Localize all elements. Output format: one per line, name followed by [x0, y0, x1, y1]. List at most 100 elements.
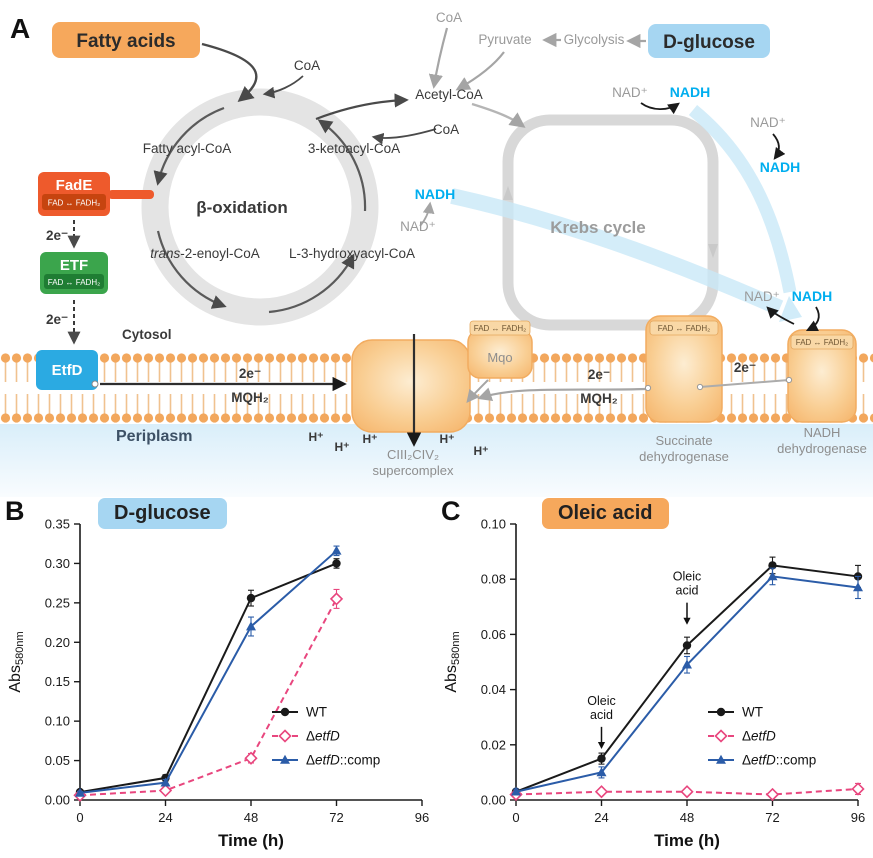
two-electron-label: 2e⁻	[588, 367, 610, 382]
series-marker	[244, 751, 258, 765]
nad-plus-label: NAD⁺	[744, 289, 780, 304]
cytosol-label: Cytosol	[122, 327, 172, 342]
x-axis-label: Time (h)	[218, 831, 284, 850]
fade-fad-strip	[42, 194, 106, 210]
cycle-arc	[317, 119, 367, 212]
ketoacyl-coa-label: 3-ketoacyl-CoA	[308, 141, 400, 156]
legend-label: WT	[306, 705, 327, 720]
nad-conversion-arc	[640, 102, 680, 115]
y-tick-label: 0.02	[481, 737, 506, 752]
d-glucose-badge	[648, 24, 770, 58]
two-electron-label: 2e⁻	[734, 360, 756, 375]
mqo-label: Mqo	[487, 350, 512, 365]
ndh-electron-line	[699, 379, 790, 388]
x-tick-label: 96	[415, 810, 429, 825]
nadh-flow-band	[688, 104, 797, 294]
nadh-flow-band	[450, 188, 784, 316]
series-marker	[716, 707, 726, 717]
etf-fad-strip	[44, 274, 104, 289]
acetyl-coa-exit-arrow	[315, 93, 409, 121]
x-tick-label: 48	[680, 810, 694, 825]
nadh-label: NADH	[760, 159, 800, 175]
legend-label: ΔetfD::comp	[742, 753, 816, 768]
series-marker	[246, 621, 256, 631]
nadh-into-ndh-arc	[805, 306, 820, 332]
series-marker	[280, 754, 290, 764]
etfd-box	[36, 350, 98, 390]
coa-label: CoA	[294, 58, 320, 73]
fade-ring-connector	[108, 190, 154, 199]
series-marker	[511, 786, 521, 796]
annotation-text: Oleic	[587, 694, 615, 708]
y-tick-label: 0.10	[481, 517, 506, 532]
annotation-text: Oleic	[673, 570, 701, 584]
series-marker	[160, 777, 171, 787]
series-marker	[851, 782, 865, 796]
etf-label: ETF	[60, 257, 88, 274]
legend-label: WT	[742, 705, 763, 720]
annotation-text: acid	[676, 584, 699, 598]
two-electron-label: 2e⁻	[46, 228, 68, 243]
series-marker	[246, 593, 256, 603]
coa-top-arrow	[428, 27, 449, 89]
pyruvate-arrow	[455, 51, 505, 91]
nad-plus-label: NAD⁺	[400, 219, 436, 234]
acetyl-coa-label: Acetyl-CoA	[415, 87, 483, 102]
cycle-arc	[268, 253, 355, 314]
annotation-arrowhead	[683, 617, 691, 625]
krebs-arrowhead-up	[503, 186, 513, 200]
h-plus-label: H⁺	[335, 440, 350, 454]
h-plus-label: H⁺	[474, 444, 489, 458]
series-marker	[280, 707, 290, 717]
coa-label: CoA	[436, 10, 462, 25]
mqh2-label: MQH₂	[231, 390, 269, 405]
cycle-arc	[156, 230, 227, 309]
series-marker	[332, 559, 341, 568]
x-tick-label: 48	[244, 810, 258, 825]
nad-conversion-arc	[772, 133, 786, 160]
fad-tag-ndh	[790, 334, 854, 350]
series-marker	[768, 561, 777, 570]
annotation-text: acid	[590, 708, 613, 722]
panel-b-label: B	[5, 496, 25, 526]
panel-c-label: C	[441, 496, 461, 526]
y-axis-label: Abs580nm	[443, 631, 462, 692]
fad-fadh2-label: FAD ↔ FADH₂	[474, 324, 526, 333]
x-tick-label: 24	[594, 810, 608, 825]
series-marker	[682, 641, 692, 650]
fad-fadh2-label: FAD ↔ FADH₂	[796, 338, 848, 347]
nad-regeneration-arc	[766, 306, 795, 325]
electron-node	[91, 380, 99, 388]
succinate-dh-label: dehydrogenase	[639, 449, 729, 464]
coa-label: CoA	[433, 122, 459, 137]
x-axis-label: Time (h)	[654, 831, 720, 850]
coa-release-arrow	[371, 128, 437, 145]
nadh-label: NADH	[792, 288, 832, 304]
x-tick-label: 72	[765, 810, 779, 825]
supercomplex-label: CIII₂CIV₂	[387, 447, 439, 462]
nadh-dh-label: NADH	[804, 425, 841, 440]
coa-join-arrow	[262, 75, 304, 99]
periplasm-label: Periplasm	[116, 428, 192, 445]
h-plus-label: H⁺	[440, 432, 455, 446]
y-tick-label: 0.30	[45, 556, 70, 571]
y-tick-label: 0.20	[45, 635, 70, 650]
legend-label: ΔetfD	[742, 729, 776, 744]
h-plus-label: H⁺	[363, 432, 378, 446]
series-line	[79, 598, 338, 797]
y-tick-label: 0.15	[45, 674, 70, 689]
electron-node	[644, 384, 652, 392]
series-line	[79, 550, 338, 794]
series-marker	[714, 729, 728, 743]
x-tick-label: 0	[76, 810, 83, 825]
d-glucose-label: D-glucose	[663, 32, 755, 53]
x-tick-label: 96	[851, 810, 865, 825]
series-line	[79, 562, 337, 794]
cycle-arc	[153, 106, 225, 186]
y-tick-label: 0.06	[481, 627, 506, 642]
chart-c-title: Oleic acid	[542, 498, 669, 529]
krebs-arrowhead-down	[708, 244, 718, 258]
series-marker	[716, 754, 726, 764]
